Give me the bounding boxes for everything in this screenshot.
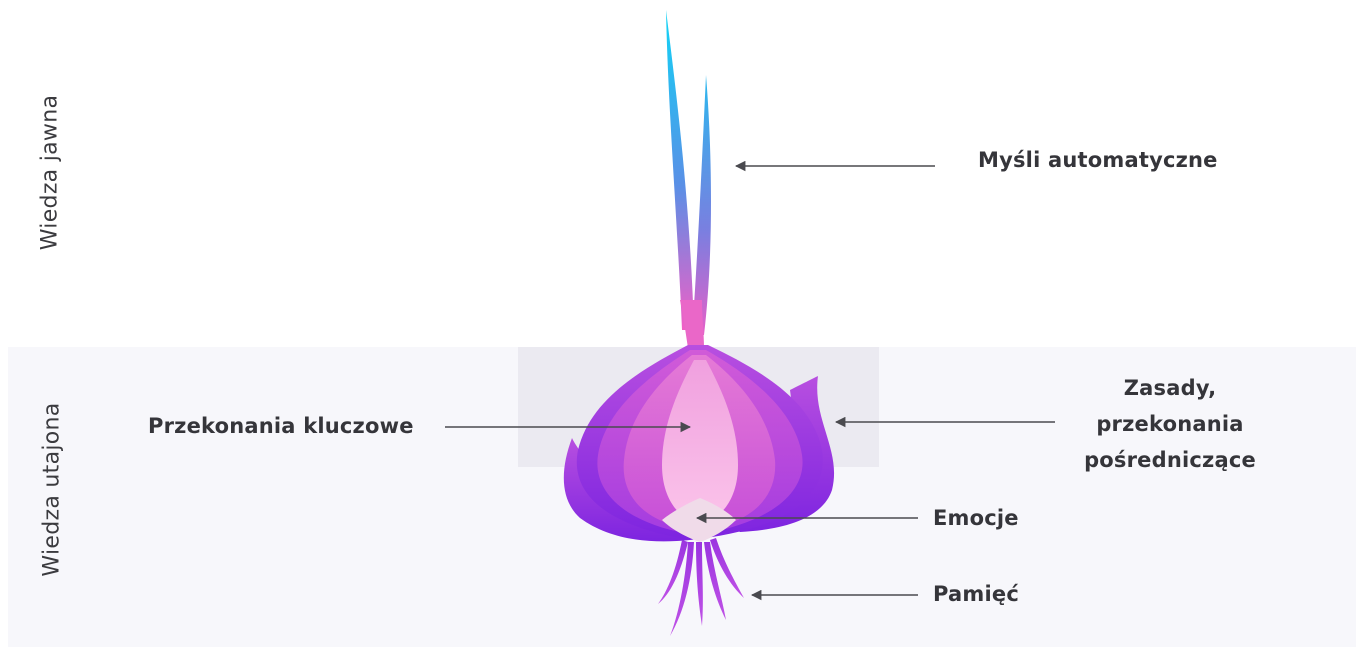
rules-line-2: przekonania bbox=[1080, 406, 1260, 442]
implicit-knowledge-label: Wiedza utajona bbox=[40, 385, 65, 595]
explicit-knowledge-label: Wiedza jawna bbox=[38, 68, 63, 278]
automatic-thoughts-label: Myśli automatyczne bbox=[978, 148, 1218, 172]
emotions-label: Emocje bbox=[933, 506, 1019, 530]
rules-line-1: Zasady, bbox=[1080, 370, 1260, 406]
onion-leaves bbox=[666, 10, 711, 348]
core-beliefs-label: Przekonania kluczowe bbox=[148, 414, 414, 438]
memory-label: Pamięć bbox=[933, 582, 1019, 606]
rules-line-3: pośredniczące bbox=[1080, 442, 1260, 478]
rules-beliefs-label: Zasady, przekonania pośredniczące bbox=[1080, 370, 1260, 478]
onion-roots bbox=[658, 538, 744, 636]
